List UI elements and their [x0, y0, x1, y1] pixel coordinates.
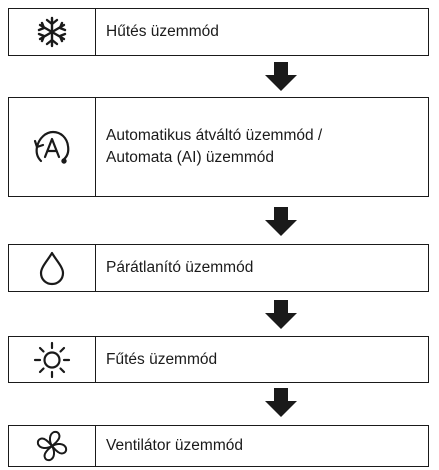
mode-icon-cell	[9, 426, 96, 466]
mode-icon-cell	[9, 245, 96, 291]
mode-icon-cell	[9, 9, 96, 55]
mode-label-line: Automatikus átváltó üzemmód /	[106, 127, 323, 144]
down-arrow-icon	[263, 300, 299, 330]
mode-label: Ventilátor üzemmód	[106, 437, 243, 454]
fan-icon	[34, 428, 70, 464]
down-arrow-icon	[263, 62, 299, 92]
sun-icon	[33, 341, 71, 379]
mode-label: Automatikus átváltó üzemmód / Automata (…	[96, 98, 428, 196]
mode-box-fan: Ventilátor üzemmód	[8, 425, 429, 467]
mode-box-auto: Automatikus átváltó üzemmód / Automata (…	[8, 97, 429, 197]
mode-label: Hűtés üzemmód	[106, 23, 219, 40]
mode-label: Párátlanító üzemmód	[106, 259, 254, 276]
mode-label: Fűtés üzemmód	[106, 350, 218, 368]
snowflake-icon	[35, 15, 69, 49]
mode-box-dehumidify: Párátlanító üzemmód	[8, 244, 429, 292]
mode-icon-cell	[9, 337, 96, 382]
mode-label-lines: Automatikus átváltó üzemmód / Automata (…	[106, 125, 322, 169]
auto-a-icon	[32, 127, 72, 167]
down-arrow-icon	[263, 207, 299, 237]
water-drop-icon	[37, 250, 67, 286]
mode-icon-cell	[9, 98, 96, 196]
mode-box-heating: Fűtés üzemmód	[8, 336, 429, 383]
mode-label-line: Automata (AI) üzemmód	[106, 149, 274, 166]
mode-box-cooling: Hűtés üzemmód	[8, 8, 429, 56]
down-arrow-icon	[263, 388, 299, 418]
